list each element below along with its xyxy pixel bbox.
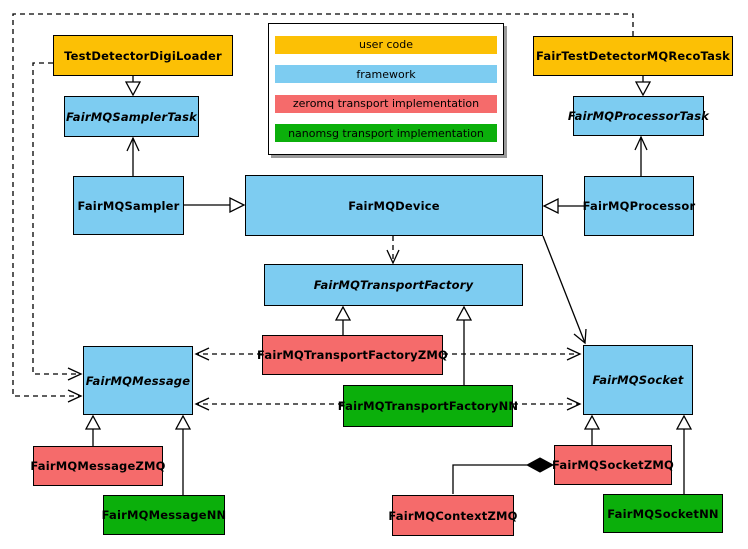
edge-fairmqcontextzmq-to-fairmqsocketzmq bbox=[452, 457, 555, 494]
node-fairmqdevice: FairMQDevice bbox=[245, 175, 543, 236]
edge-fairmqsocketzmq-to-fairmqsocket bbox=[583, 414, 601, 445]
node-fairmqtransportfactory: FairMQTransportFactory bbox=[264, 264, 523, 306]
node-fairmqprocessor: FairMQProcessor bbox=[583, 176, 695, 236]
node-fairmqmessagenn: FairMQMessageNN bbox=[102, 495, 226, 535]
edge-fairmqtransportfactoryzmq-to-fairmqsocket bbox=[443, 347, 582, 361]
edge-fairmqtransportfactoryzmq-to-fairmqtransportfactory bbox=[334, 305, 352, 335]
edge-fairmqdevice-to-fairmqtransportfactory bbox=[386, 236, 400, 265]
edge-fairmqtransportfactoryzmq-to-fairmqmessage bbox=[194, 347, 262, 361]
legend-item-zeromq: zeromq transport implementation bbox=[275, 94, 497, 113]
edge-fairmqprocessor-to-fairmqdevice bbox=[542, 197, 584, 215]
node-fairmqtransportfactorynn: FairMQTransportFactoryNN bbox=[338, 385, 518, 427]
edge-fairmqdevice-to-fairmqsocket bbox=[542, 235, 587, 345]
legend-item-nanomsg: nanomsg transport implementation bbox=[275, 124, 497, 143]
edge-fairmqmessagezmq-to-fairmqmessage bbox=[84, 414, 102, 446]
node-fairmqcontextzmq: FairMQContextZMQ bbox=[388, 495, 517, 536]
node-fairmqtransportfactoryzmq: FairMQTransportFactoryZMQ bbox=[257, 335, 448, 375]
node-fairtestdetectormqrecotask: FairTestDetectorMQRecoTask bbox=[533, 36, 733, 76]
node-fairmqsocket: FairMQSocket bbox=[583, 345, 693, 415]
node-testdetectordigiloader: TestDetectorDigiLoader bbox=[53, 35, 233, 76]
legend-item-user-code: user code bbox=[275, 35, 497, 54]
edge-testdetectordigiloader-to-fairmqsamplertask bbox=[124, 76, 142, 97]
node-fairmqsampler: FairMQSampler bbox=[73, 176, 184, 235]
node-fairmqsocketnn: FairMQSocketNN bbox=[603, 494, 723, 533]
edge-fairmqtransportfactorynn-to-fairmqtransportfactory bbox=[455, 305, 473, 385]
edge-fairmqsampler-to-fairmqsamplertask bbox=[126, 136, 140, 176]
edge-fairmqsocketnn-to-fairmqsocket bbox=[675, 414, 693, 494]
node-fairmqmessagezmq: FairMQMessageZMQ bbox=[30, 446, 165, 486]
edge-fairtestdetectormqrecotask-to-fairmqprocessortask bbox=[634, 76, 652, 97]
edge-fairmqmessagenn-to-fairmqmessage bbox=[174, 414, 192, 495]
node-fairmqsocketzmq: FairMQSocketZMQ bbox=[552, 445, 674, 485]
legend-item-framework: framework bbox=[275, 65, 497, 84]
legend: user code framework zeromq transport imp… bbox=[268, 23, 504, 155]
edge-fairmqtransportfactorynn-to-fairmqmessage bbox=[194, 397, 343, 411]
node-fairmqmessage: FairMQMessage bbox=[83, 346, 193, 415]
edge-fairmqtransportfactorynn-to-fairmqsocket bbox=[513, 397, 582, 411]
edge-fairmqsampler-to-fairmqdevice bbox=[184, 196, 246, 214]
node-fairmqprocessortask: FairMQProcessorTask bbox=[568, 96, 709, 136]
edge-fairmqprocessor-to-fairmqprocessortask bbox=[634, 135, 648, 176]
node-fairmqsamplertask: FairMQSamplerTask bbox=[64, 96, 199, 137]
